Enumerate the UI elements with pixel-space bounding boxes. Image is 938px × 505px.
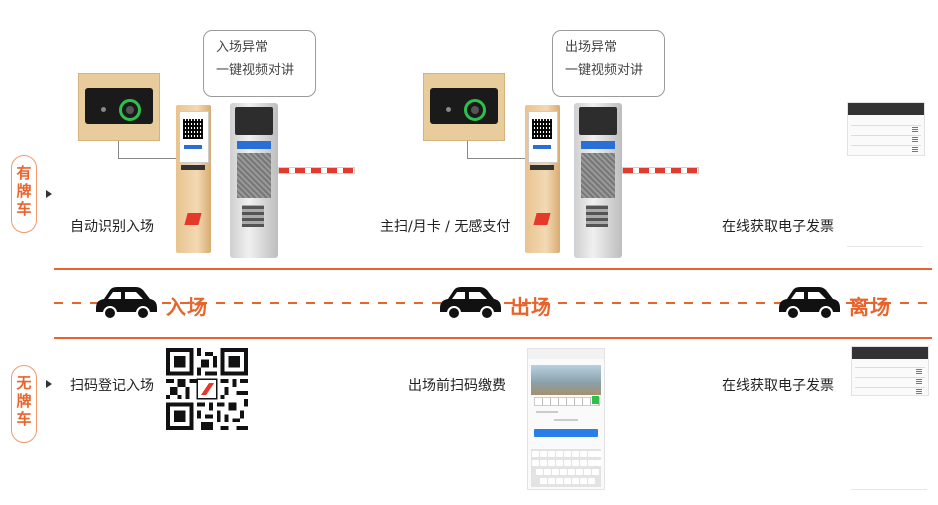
callout-entry-line2: 一键视频对讲 bbox=[216, 63, 295, 78]
car-exit-icon bbox=[440, 287, 501, 320]
list-icon bbox=[916, 379, 922, 384]
unplated-step-exit: 出场前扫码缴费 bbox=[408, 378, 506, 394]
intercom-reader-exit bbox=[423, 73, 505, 141]
car-entry-icon bbox=[96, 287, 157, 320]
callout-entry-intercom: 入场异常 一键视频对讲 bbox=[203, 30, 316, 97]
kiosk-logo-icon bbox=[184, 213, 202, 225]
kiosk-logo-icon bbox=[533, 213, 551, 225]
plated-step-entry: 自动识别入场 bbox=[70, 219, 154, 235]
stage-leave-label: 离场 bbox=[849, 295, 891, 319]
pay-query-button bbox=[534, 429, 598, 437]
list-icon bbox=[912, 127, 918, 132]
arrow-plated-icon bbox=[46, 190, 52, 198]
car-leave-icon bbox=[779, 287, 840, 320]
reader-connector-exit-h bbox=[467, 158, 525, 159]
category-plated-pill: 有 牌 车 bbox=[11, 155, 37, 233]
reader-connector-entry-h bbox=[118, 158, 176, 159]
registration-qr-icon bbox=[166, 348, 248, 430]
payment-phone bbox=[527, 348, 605, 490]
category-plated-char-1: 有 bbox=[16, 164, 32, 182]
plated-step-exit: 主扫/月卡 / 无感支付 bbox=[380, 219, 511, 235]
callout-exit-line1: 出场异常 bbox=[565, 40, 618, 55]
callout-exit-intercom: 出场异常 一键视频对讲 bbox=[552, 30, 665, 97]
callout-entry-line1: 入场异常 bbox=[216, 40, 269, 55]
arrow-unplated-icon bbox=[46, 380, 52, 388]
invoice-phone-plated-base bbox=[847, 246, 923, 247]
unplated-step-leave: 在线获取电子发票 bbox=[722, 378, 834, 394]
stage-entry-label: 入场 bbox=[166, 295, 208, 319]
barrier-gate-exit bbox=[574, 103, 622, 258]
payment-kiosk-exit bbox=[525, 105, 560, 253]
list-icon bbox=[916, 369, 922, 374]
divider-bottom bbox=[54, 337, 932, 339]
divider-top bbox=[54, 268, 932, 270]
list-icon bbox=[912, 137, 918, 142]
category-unplated-pill: 无 牌 车 bbox=[11, 365, 37, 443]
category-plated-char-3: 车 bbox=[16, 200, 32, 218]
callout-exit-line2: 一键视频对讲 bbox=[565, 63, 644, 78]
category-plated-char-2: 牌 bbox=[16, 182, 32, 200]
list-icon bbox=[912, 147, 918, 152]
reader-ring-icon bbox=[119, 99, 141, 121]
kiosk-qr-icon bbox=[183, 119, 203, 139]
payment-kiosk-entry bbox=[176, 105, 211, 253]
barrier-gate-entry bbox=[230, 103, 278, 258]
plated-step-leave: 在线获取电子发票 bbox=[722, 219, 834, 235]
unplated-step-entry: 扫码登记入场 bbox=[70, 378, 154, 394]
reader-connector-entry bbox=[118, 141, 119, 158]
invoice-phone-unplated bbox=[851, 346, 929, 396]
barrier-arm-entry bbox=[278, 167, 355, 174]
invoice-phone-unplated-base bbox=[851, 489, 927, 490]
stage-exit-label: 出场 bbox=[510, 295, 552, 319]
reader-ring-icon bbox=[464, 99, 486, 121]
list-icon bbox=[916, 389, 922, 394]
plate-add-icon bbox=[592, 396, 599, 404]
phone-keyboard bbox=[531, 449, 602, 487]
invoice-phone-plated bbox=[847, 102, 925, 156]
category-unplated-char-2: 牌 bbox=[16, 392, 32, 410]
intercom-reader-entry bbox=[78, 73, 160, 141]
reader-connector-exit bbox=[467, 141, 468, 158]
category-unplated-char-1: 无 bbox=[16, 374, 32, 392]
category-unplated-char-3: 车 bbox=[16, 410, 32, 428]
barrier-arm-exit bbox=[622, 167, 699, 174]
kiosk-qr-icon bbox=[532, 119, 552, 139]
